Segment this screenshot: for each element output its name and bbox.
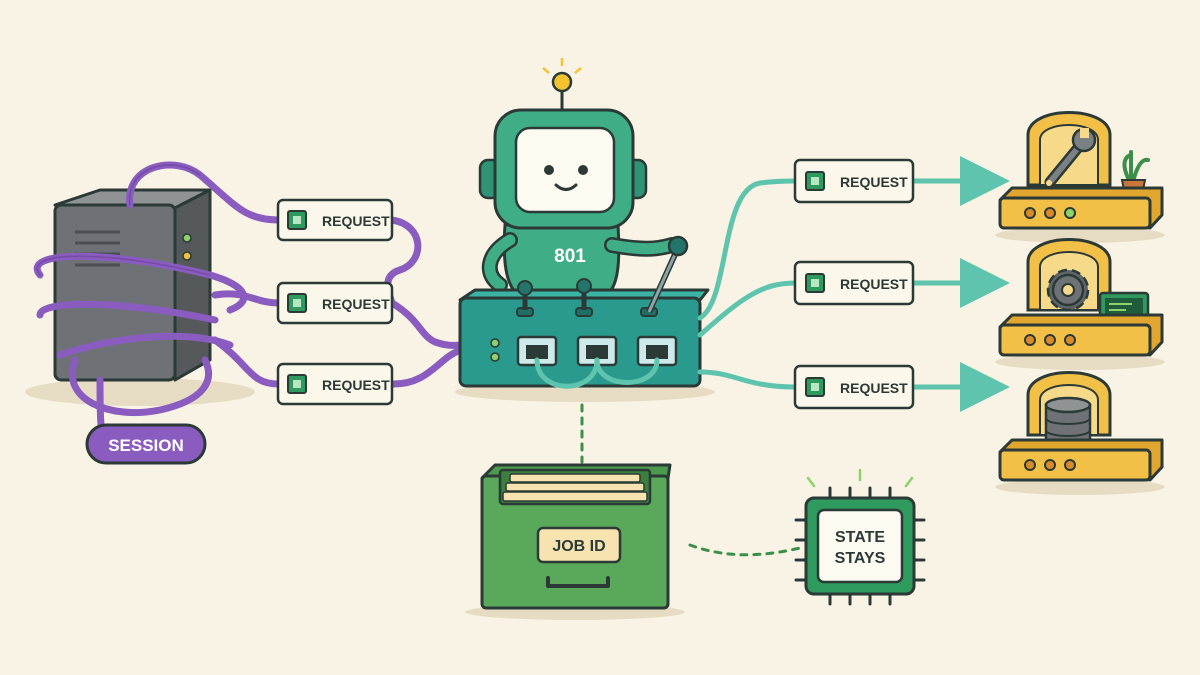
- left-request-card-3: REQUEST: [276, 362, 394, 406]
- robot-badge: 801: [554, 246, 586, 267]
- wrench-icon: [1044, 127, 1097, 188]
- robot: 801: [478, 58, 680, 307]
- left-request-card-1: REQUEST: [276, 198, 394, 242]
- switch-box: [455, 235, 715, 402]
- server-tower: [25, 188, 255, 406]
- state-line-1: STATE: [835, 529, 885, 546]
- service-machine-3: [995, 371, 1165, 495]
- session-tag: SESSION: [85, 423, 207, 465]
- purple-cable-outlines: [36, 164, 211, 276]
- right-request-card-2: REQUEST: [793, 260, 915, 306]
- dashed-links: [580, 403, 802, 557]
- chip-icon: [805, 171, 825, 191]
- left-request-label-2: REQUEST: [322, 296, 390, 312]
- state-line-2: STAYS: [835, 550, 886, 567]
- state-stays-chip: STATE STAYS: [794, 468, 926, 606]
- chip-icon: [287, 293, 307, 313]
- teal-outbound-cables: [697, 156, 1010, 412]
- right-request-label-1: REQUEST: [840, 174, 908, 190]
- chip-icon: [805, 377, 825, 397]
- right-request-card-1: REQUEST: [793, 158, 915, 204]
- right-request-label-3: REQUEST: [840, 380, 908, 396]
- right-request-card-3: REQUEST: [793, 364, 915, 410]
- database-icon: [1044, 396, 1092, 447]
- service-machine-2: [995, 238, 1165, 370]
- chip-icon: [287, 374, 307, 394]
- gear-icon: [1046, 268, 1090, 312]
- job-id-drawer: JOB ID: [465, 463, 685, 620]
- session-label: SESSION: [108, 436, 184, 455]
- service-machine-1: [995, 111, 1165, 243]
- left-request-label-3: REQUEST: [322, 377, 390, 393]
- right-request-label-2: REQUEST: [840, 276, 908, 292]
- job-id-label: JOB ID: [552, 538, 605, 555]
- chip-icon: [805, 273, 825, 293]
- left-request-label-1: REQUEST: [322, 213, 390, 229]
- chip-icon: [287, 210, 307, 230]
- left-request-card-2: REQUEST: [276, 281, 394, 325]
